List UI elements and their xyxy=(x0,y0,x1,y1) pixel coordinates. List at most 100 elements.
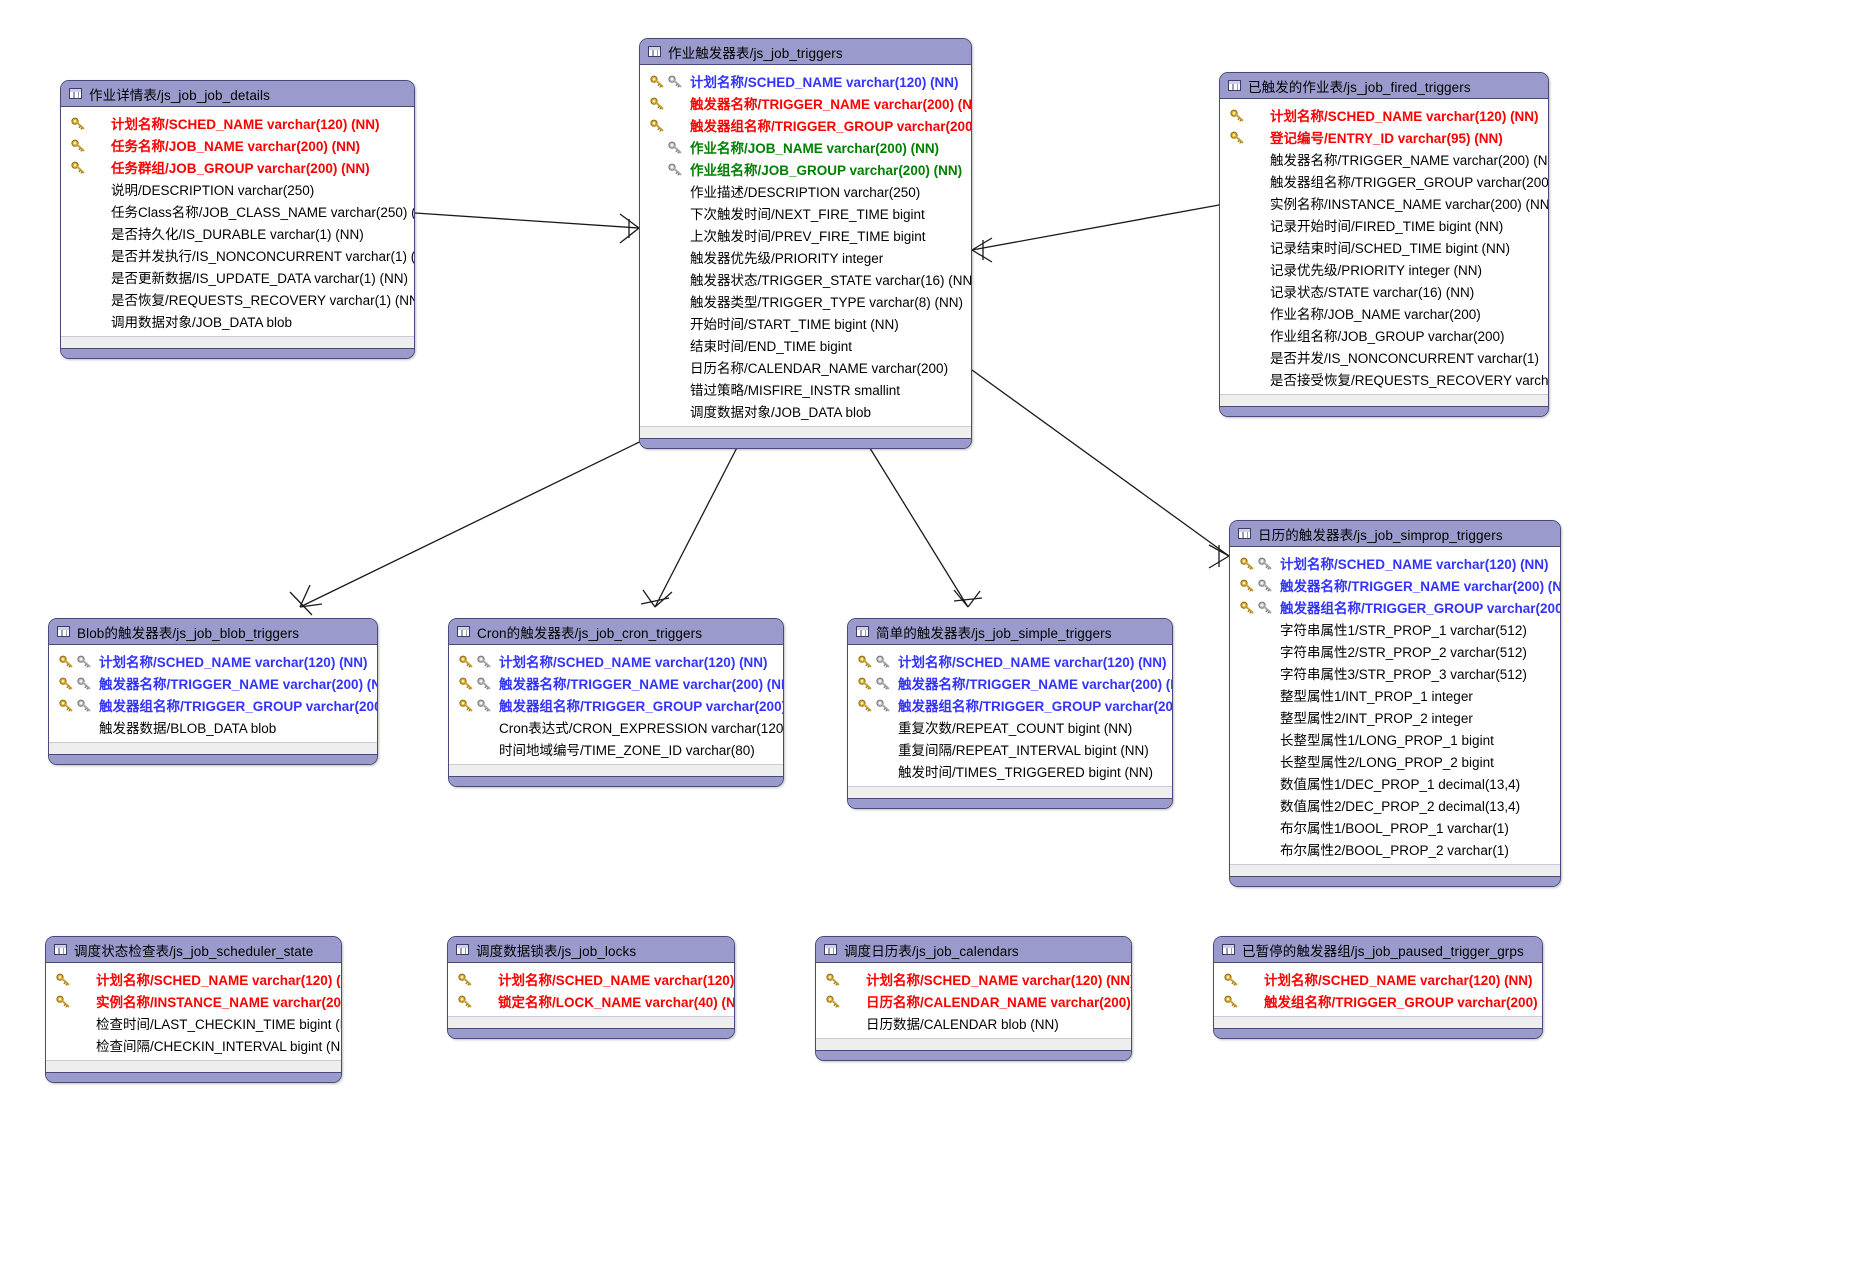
attribute-row[interactable]: 布尔属性1/BOOL_PROP_1 varchar(1) xyxy=(1230,816,1560,838)
attribute-row[interactable]: 触发器组名称/TRIGGER_GROUP varchar(200) (NN) xyxy=(49,694,377,716)
attribute-row[interactable]: 下次触发时间/NEXT_FIRE_TIME bigint xyxy=(640,202,971,224)
entity-job_triggers[interactable]: 作业触发器表/js_job_triggers 计划名称/SCHED_NAME va… xyxy=(639,38,972,449)
attribute-row[interactable]: 数值属性1/DEC_PROP_1 decimal(13,4) xyxy=(1230,772,1560,794)
attribute-row[interactable]: 结束时间/END_TIME bigint xyxy=(640,334,971,356)
entity-job_details[interactable]: 作业详情表/js_job_job_details 计划名称/SCHED_NAME … xyxy=(60,80,415,359)
attribute-row[interactable]: 调度数据对象/JOB_DATA blob xyxy=(640,400,971,422)
attribute-row[interactable]: 整型属性2/INT_PROP_2 integer xyxy=(1230,706,1560,728)
attribute-row[interactable]: 触发器组名称/TRIGGER_GROUP varchar(200) (NN) xyxy=(848,694,1172,716)
attribute-row[interactable]: 是否并发执行/IS_NONCONCURRENT varchar(1) (NN) xyxy=(61,244,414,266)
attribute-row[interactable]: 触发器名称/TRIGGER_NAME varchar(200) (NN) xyxy=(640,92,971,114)
attribute-row[interactable]: 作业名称/JOB_NAME varchar(200) (NN) xyxy=(640,136,971,158)
attribute-row[interactable]: 作业描述/DESCRIPTION varchar(250) xyxy=(640,180,971,202)
attribute-row[interactable]: 任务Class名称/JOB_CLASS_NAME varchar(250) (N… xyxy=(61,200,414,222)
entity-header-locks[interactable]: 调度数据锁表/js_job_locks xyxy=(448,937,734,963)
attribute-row[interactable]: 检查时间/LAST_CHECKIN_TIME bigint (NN) xyxy=(46,1012,341,1034)
attribute-row[interactable]: 触发器优先级/PRIORITY integer xyxy=(640,246,971,268)
attribute-row[interactable]: 作业组名称/JOB_GROUP varchar(200) (NN) xyxy=(640,158,971,180)
attribute-row[interactable]: 实例名称/INSTANCE_NAME varchar(200) (NN) xyxy=(46,990,341,1012)
attribute-row[interactable]: 计划名称/SCHED_NAME varchar(120) (NN) xyxy=(49,650,377,672)
entity-header-simple_triggers[interactable]: 简单的触发器表/js_job_simple_triggers xyxy=(848,619,1172,645)
entity-fired_triggers[interactable]: 已触发的作业表/js_job_fired_triggers 计划名称/SCHED_… xyxy=(1219,72,1549,417)
attribute-row[interactable]: 计划名称/SCHED_NAME varchar(120) (NN) xyxy=(46,968,341,990)
entity-simple_triggers[interactable]: 简单的触发器表/js_job_simple_triggers 计划名称/SCHED… xyxy=(847,618,1173,809)
attribute-row[interactable]: 长整型属性2/LONG_PROP_2 bigint xyxy=(1230,750,1560,772)
attribute-row[interactable]: 实例名称/INSTANCE_NAME varchar(200) (NN) xyxy=(1220,192,1548,214)
entity-header-scheduler_state[interactable]: 调度状态检查表/js_job_scheduler_state xyxy=(46,937,341,963)
attribute-row[interactable]: 触发器组名称/TRIGGER_GROUP varchar(200) (NN) xyxy=(640,114,971,136)
entity-paused_trigger_grps[interactable]: 已暂停的触发器组/js_job_paused_trigger_grps 计划名称/… xyxy=(1213,936,1543,1039)
attribute-row[interactable]: 检查间隔/CHECKIN_INTERVAL bigint (NN) xyxy=(46,1034,341,1056)
attribute-row[interactable]: 计划名称/SCHED_NAME varchar(120) (NN) xyxy=(816,968,1131,990)
attribute-row[interactable]: 开始时间/START_TIME bigint (NN) xyxy=(640,312,971,334)
entity-scheduler_state[interactable]: 调度状态检查表/js_job_scheduler_state 计划名称/SCHED… xyxy=(45,936,342,1083)
attribute-row[interactable]: 记录结束时间/SCHED_TIME bigint (NN) xyxy=(1220,236,1548,258)
attribute-row[interactable]: 是否并发/IS_NONCONCURRENT varchar(1) xyxy=(1220,346,1548,368)
attribute-row[interactable]: 计划名称/SCHED_NAME varchar(120) (NN) xyxy=(848,650,1172,672)
attribute-row[interactable]: 记录开始时间/FIRED_TIME bigint (NN) xyxy=(1220,214,1548,236)
attribute-row[interactable]: 上次触发时间/PREV_FIRE_TIME bigint xyxy=(640,224,971,246)
attribute-row[interactable]: 计划名称/SCHED_NAME varchar(120) (NN) xyxy=(449,650,783,672)
entity-header-paused_trigger_grps[interactable]: 已暂停的触发器组/js_job_paused_trigger_grps xyxy=(1214,937,1542,963)
attribute-row[interactable]: 触发器名称/TRIGGER_NAME varchar(200) (NN) xyxy=(49,672,377,694)
attribute-row[interactable]: 是否接受恢复/REQUESTS_RECOVERY varchar(1) xyxy=(1220,368,1548,390)
attribute-row[interactable]: 计划名称/SCHED_NAME varchar(120) (NN) xyxy=(1220,104,1548,126)
attribute-row[interactable]: 触发器名称/TRIGGER_NAME varchar(200) (NN) xyxy=(449,672,783,694)
attribute-row[interactable]: 触发器名称/TRIGGER_NAME varchar(200) (NN) xyxy=(848,672,1172,694)
attribute-row[interactable]: 触发器名称/TRIGGER_NAME varchar(200) (NN) xyxy=(1230,574,1560,596)
attribute-row[interactable]: 数值属性2/DEC_PROP_2 decimal(13,4) xyxy=(1230,794,1560,816)
attribute-row[interactable]: 整型属性1/INT_PROP_1 integer xyxy=(1230,684,1560,706)
entity-calendars[interactable]: 调度日历表/js_job_calendars 计划名称/SCHED_NAME va… xyxy=(815,936,1132,1061)
attribute-row[interactable]: 日历名称/CALENDAR_NAME varchar(200) (NN) xyxy=(816,990,1131,1012)
attribute-row[interactable]: 计划名称/SCHED_NAME varchar(120) (NN) xyxy=(1230,552,1560,574)
attribute-row[interactable]: 错过策略/MISFIRE_INSTR smallint xyxy=(640,378,971,400)
entity-blob_triggers[interactable]: Blob的触发器表/js_job_blob_triggers 计划名称/SCHED… xyxy=(48,618,378,765)
attribute-row[interactable]: 日历名称/CALENDAR_NAME varchar(200) xyxy=(640,356,971,378)
entity-header-cron_triggers[interactable]: Cron的触发器表/js_job_cron_triggers xyxy=(449,619,783,645)
attribute-row[interactable]: 是否恢复/REQUESTS_RECOVERY varchar(1) (NN) xyxy=(61,288,414,310)
attribute-row[interactable]: 触发器组名称/TRIGGER_GROUP varchar(200) (NN) xyxy=(449,694,783,716)
attribute-row[interactable]: 重复间隔/REPEAT_INTERVAL bigint (NN) xyxy=(848,738,1172,760)
attribute-row[interactable]: Cron表达式/CRON_EXPRESSION varchar(120) (NN… xyxy=(449,716,783,738)
attribute-row[interactable]: 说明/DESCRIPTION varchar(250) xyxy=(61,178,414,200)
attribute-row[interactable]: 触发器类型/TRIGGER_TYPE varchar(8) (NN) xyxy=(640,290,971,312)
attribute-row[interactable]: 锁定名称/LOCK_NAME varchar(40) (NN) xyxy=(448,990,734,1012)
attribute-row[interactable]: 日历数据/CALENDAR blob (NN) xyxy=(816,1012,1131,1034)
attribute-row[interactable]: 触发器数据/BLOB_DATA blob xyxy=(49,716,377,738)
entity-locks[interactable]: 调度数据锁表/js_job_locks 计划名称/SCHED_NAME varch… xyxy=(447,936,735,1039)
attribute-row[interactable]: 计划名称/SCHED_NAME varchar(120) (NN) xyxy=(448,968,734,990)
attribute-row[interactable]: 时间地域编号/TIME_ZONE_ID varchar(80) xyxy=(449,738,783,760)
attribute-row[interactable]: 计划名称/SCHED_NAME varchar(120) (NN) xyxy=(640,70,971,92)
entity-simprop_triggers[interactable]: 日历的触发器表/js_job_simprop_triggers 计划名称/SCHE… xyxy=(1229,520,1561,887)
attribute-row[interactable]: 记录状态/STATE varchar(16) (NN) xyxy=(1220,280,1548,302)
entity-header-job_triggers[interactable]: 作业触发器表/js_job_triggers xyxy=(640,39,971,65)
attribute-row[interactable]: 触发组名称/TRIGGER_GROUP varchar(200) (NN) xyxy=(1214,990,1542,1012)
attribute-row[interactable]: 字符串属性2/STR_PROP_2 varchar(512) xyxy=(1230,640,1560,662)
attribute-row[interactable]: 登记编号/ENTRY_ID varchar(95) (NN) xyxy=(1220,126,1548,148)
attribute-row[interactable]: 是否持久化/IS_DURABLE varchar(1) (NN) xyxy=(61,222,414,244)
attribute-row[interactable]: 任务名称/JOB_NAME varchar(200) (NN) xyxy=(61,134,414,156)
attribute-row[interactable]: 记录优先级/PRIORITY integer (NN) xyxy=(1220,258,1548,280)
entity-header-fired_triggers[interactable]: 已触发的作业表/js_job_fired_triggers xyxy=(1220,73,1548,99)
attribute-row[interactable]: 是否更新数据/IS_UPDATE_DATA varchar(1) (NN) xyxy=(61,266,414,288)
attribute-row[interactable]: 触发器组名称/TRIGGER_GROUP varchar(200) (NN) xyxy=(1220,170,1548,192)
attribute-row[interactable]: 作业组名称/JOB_GROUP varchar(200) xyxy=(1220,324,1548,346)
attribute-row[interactable]: 任务群组/JOB_GROUP varchar(200) (NN) xyxy=(61,156,414,178)
entity-header-job_details[interactable]: 作业详情表/js_job_job_details xyxy=(61,81,414,107)
attribute-row[interactable]: 调用数据对象/JOB_DATA blob xyxy=(61,310,414,332)
attribute-row[interactable]: 触发器名称/TRIGGER_NAME varchar(200) (NN) xyxy=(1220,148,1548,170)
attribute-row[interactable]: 计划名称/SCHED_NAME varchar(120) (NN) xyxy=(61,112,414,134)
attribute-row[interactable]: 字符串属性1/STR_PROP_1 varchar(512) xyxy=(1230,618,1560,640)
entity-cron_triggers[interactable]: Cron的触发器表/js_job_cron_triggers 计划名称/SCHED… xyxy=(448,618,784,787)
attribute-row[interactable]: 计划名称/SCHED_NAME varchar(120) (NN) xyxy=(1214,968,1542,990)
entity-header-simprop_triggers[interactable]: 日历的触发器表/js_job_simprop_triggers xyxy=(1230,521,1560,547)
attribute-row[interactable]: 重复次数/REPEAT_COUNT bigint (NN) xyxy=(848,716,1172,738)
attribute-row[interactable]: 触发时间/TIMES_TRIGGERED bigint (NN) xyxy=(848,760,1172,782)
attribute-row[interactable]: 触发器状态/TRIGGER_STATE varchar(16) (NN) xyxy=(640,268,971,290)
entity-header-calendars[interactable]: 调度日历表/js_job_calendars xyxy=(816,937,1131,963)
entity-header-blob_triggers[interactable]: Blob的触发器表/js_job_blob_triggers xyxy=(49,619,377,645)
attribute-row[interactable]: 作业名称/JOB_NAME varchar(200) xyxy=(1220,302,1548,324)
attribute-row[interactable]: 长整型属性1/LONG_PROP_1 bigint xyxy=(1230,728,1560,750)
attribute-row[interactable]: 字符串属性3/STR_PROP_3 varchar(512) xyxy=(1230,662,1560,684)
attribute-row[interactable]: 布尔属性2/BOOL_PROP_2 varchar(1) xyxy=(1230,838,1560,860)
